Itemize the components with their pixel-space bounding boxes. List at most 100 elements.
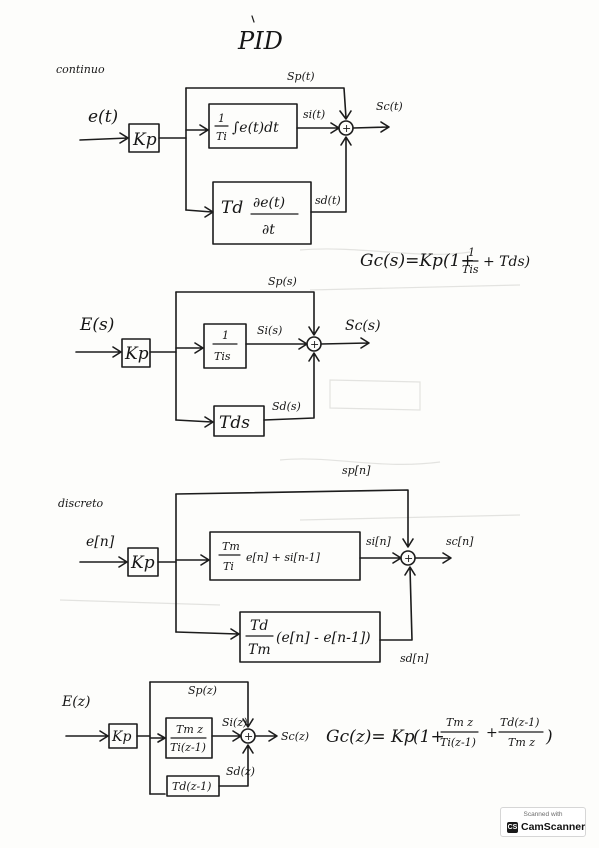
laplace-sd-path — [263, 352, 320, 421]
zdomain-sd-label: Sd(z) — [226, 765, 255, 778]
continuous-integral-expr: ∫e(t)dt — [232, 120, 279, 136]
laplace-section: E(s) Kp Sp(s) 1 Tis Si(s) + Sc(s) Tds Sd… — [75, 275, 381, 437]
laplace-integral-den: Tis — [214, 350, 231, 363]
discrete-integral-num: Tm — [222, 540, 240, 553]
discrete-integral-block — [209, 531, 361, 581]
laplace-sp-label: Sp(s) — [268, 275, 297, 288]
zdomain-sp-label: Sp(z) — [188, 684, 217, 697]
continuous-sp-label: Sp(t) — [287, 70, 315, 83]
laplace-output-arrow — [320, 337, 370, 349]
discrete-section: discreto e[n] Kp sp[n] Tm Ti e[n] + si[n… — [58, 464, 474, 665]
zdomain-transfer-plus: + — [486, 725, 498, 741]
camscanner-badge: Scanned with CS CamScanner — [500, 807, 586, 837]
discrete-sum-sign: + — [404, 552, 413, 565]
zdomain-sc-label: Sc(z) — [281, 730, 309, 743]
laplace-gain-block — [121, 338, 151, 368]
continuous-derivative-coef: Td — [221, 198, 243, 218]
discrete-input-arrow — [79, 556, 128, 568]
continuous-integral-num: 1 — [218, 112, 225, 125]
laplace-input-label: E(s) — [79, 315, 114, 335]
discrete-sd-path — [379, 566, 416, 641]
scanned-with-text: Scanned with — [523, 811, 563, 818]
continuous-sum-sign: + — [342, 122, 351, 135]
laplace-sc-label: Sc(s) — [345, 318, 381, 334]
continuous-gain-label: Kp — [132, 130, 157, 150]
discrete-sp-label: sp[n] — [342, 464, 371, 477]
discrete-gain-label: Kp — [130, 553, 155, 573]
discrete-si-label: si[n] — [366, 535, 392, 548]
discrete-si-arrow — [359, 552, 402, 564]
discrete-label: discreto — [58, 497, 104, 510]
continuous-derivative-den: ∂t — [262, 222, 275, 238]
zdomain-transfer-lhs: Gc(z)= Kp — [326, 727, 415, 747]
continuous-integral-den: Ti — [216, 130, 227, 143]
laplace-sum-sign: + — [310, 338, 319, 351]
continuous-sd-label: sd(t) — [315, 194, 341, 207]
discrete-sc-label: sc[n] — [446, 535, 474, 548]
zdomain-input-arrow — [65, 730, 109, 742]
zdomain-integral-den: Ti(z-1) — [170, 741, 206, 754]
laplace-gain-label: Kp — [124, 344, 149, 364]
laplace-proportional-path — [175, 291, 320, 336]
continuous-input-arrow — [79, 132, 129, 144]
continuous-transfer-tail: + Tds) — [483, 254, 530, 270]
laplace-derivative-block — [213, 405, 265, 437]
continuous-input-label: e(t) — [88, 107, 118, 127]
continuous-proportional-path — [185, 87, 352, 120]
continuous-output-arrow — [352, 121, 390, 133]
zdomain-si-label: Si(z) — [222, 716, 247, 729]
zdomain-sum-sign: + — [244, 730, 253, 743]
discrete-derivative-block — [239, 611, 381, 663]
continuous-transfer-frac-den: Tis — [462, 263, 479, 276]
zdomain-transfer-f1-den: Ti(z-1) — [440, 736, 476, 749]
zdomain-transfer-f2-den: Tm z — [508, 736, 535, 749]
zdomain-derivative-label: Td(z-1) — [172, 780, 211, 793]
bleed-through — [59, 248, 521, 606]
continuous-si-label: si(t) — [303, 108, 325, 121]
discrete-integral-expr: e[n] + si[n-1] — [246, 551, 321, 564]
continuous-si-arrow — [296, 122, 340, 134]
zdomain-integral-num: Tm z — [176, 723, 203, 736]
discrete-proportional-path — [175, 489, 414, 548]
zdomain-transfer-f1-num: Tm z — [446, 716, 473, 729]
zdomain-sd-path — [218, 744, 254, 787]
laplace-integral-num: 1 — [222, 329, 229, 342]
laplace-input-arrow — [75, 346, 122, 358]
zdomain-proportional-path — [149, 681, 254, 728]
title-mark — [251, 15, 255, 23]
discrete-derivative-num: Td — [250, 618, 268, 634]
discrete-integral-den: Ti — [223, 560, 234, 573]
zdomain-gain-label: Kp — [111, 729, 131, 745]
continuous-sc-label: Sc(t) — [376, 100, 403, 113]
laplace-integral-block — [203, 323, 247, 369]
zdomain-output-arrow — [254, 730, 278, 742]
continuous-sd-path — [310, 136, 352, 213]
discrete-derivative-expr: (e[n] - e[n-1]) — [276, 630, 371, 646]
continuous-transfer-lhs: Gc(s)=Kp — [360, 251, 443, 271]
discrete-input-label: e[n] — [86, 534, 115, 550]
continuous-integral-block — [208, 103, 298, 149]
camscanner-name: CamScanner — [521, 821, 586, 833]
discrete-derivative-den: Tm — [248, 642, 271, 658]
continuous-transfer-open: (1+ — [443, 251, 475, 271]
continuous-transfer-frac-num: 1 — [468, 246, 475, 259]
laplace-derivative-label: Tds — [219, 413, 250, 433]
zdomain-transfer-f2-num: Td(z-1) — [500, 716, 539, 729]
laplace-si-arrow — [245, 338, 308, 350]
camscanner-logo-icon: CS — [507, 822, 518, 833]
laplace-si-label: Si(s) — [257, 324, 282, 337]
zdomain-transfer-close: ) — [545, 727, 553, 747]
continuous-label: continuo — [56, 63, 105, 76]
continuous-section: continuo e(t) Kp Sp(t) 1 Ti ∫e(t)dt si(t… — [56, 63, 530, 276]
zdomain-input-label: E(z) — [61, 694, 91, 710]
discrete-sd-label: sd[n] — [400, 652, 429, 665]
diagram-title: PID — [237, 27, 283, 55]
discrete-output-arrow — [414, 552, 452, 564]
zdomain-integral-block — [165, 717, 213, 759]
zdomain-transfer-open: (1+ — [413, 727, 445, 747]
zdomain-si-arrow — [211, 730, 242, 742]
continuous-derivative-num: ∂e(t) — [253, 195, 285, 211]
continuous-derivative-block — [212, 181, 312, 245]
